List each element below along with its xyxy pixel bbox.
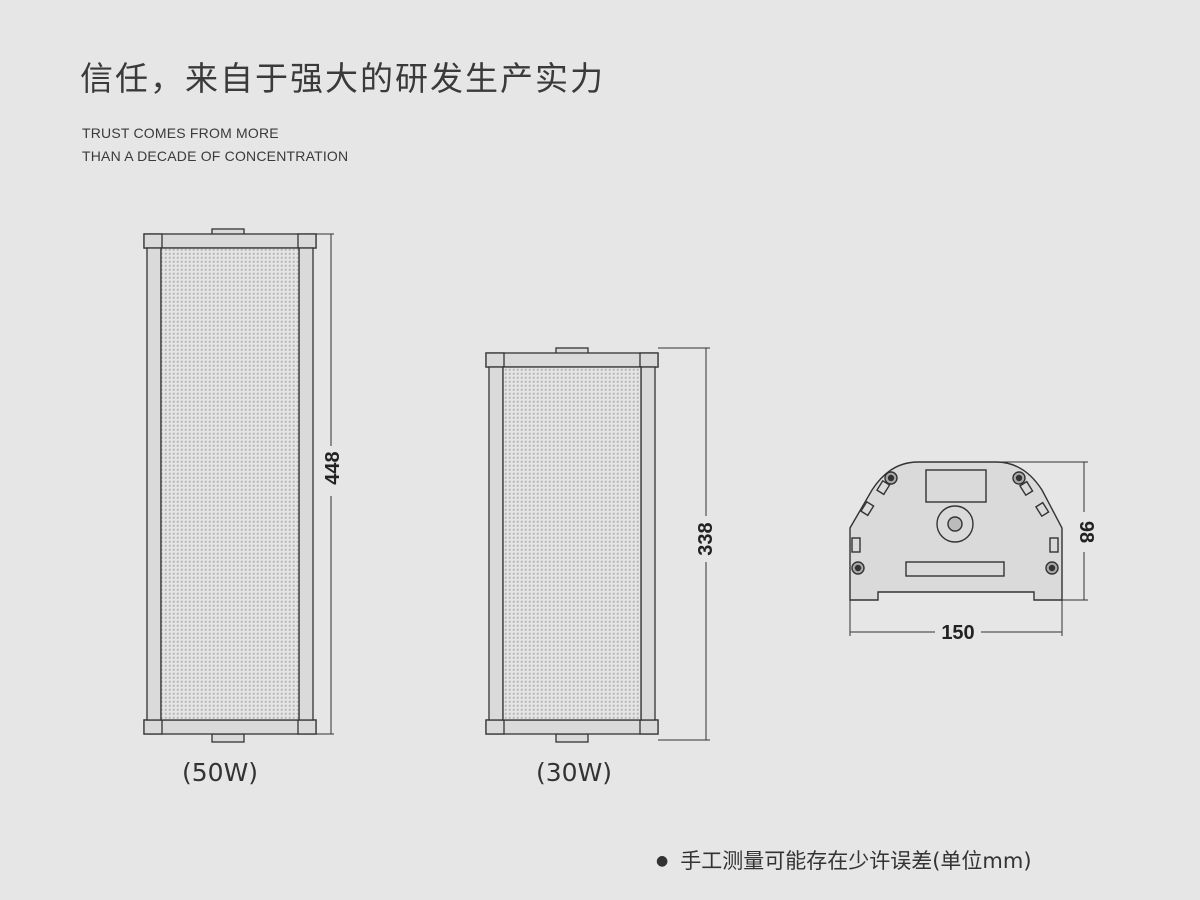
dimension-line-448 [316,233,334,735]
dimension-line-98 [996,461,1088,601]
dimension-line-150 [849,600,1063,636]
bullet-icon: ● [656,853,669,869]
subtitle-line-2: THAN A DECADE OF CONCENTRATION [82,148,349,164]
subtitle-line-1: TRUST COMES FROM MORE [82,125,279,141]
measurement-note: ● 手工测量可能存在少许误差(单位mm) [656,845,1032,875]
measurement-note-text: 手工测量可能存在少许误差(单位mm) [680,849,1032,873]
dimension-line-338 [658,347,710,741]
dimension-label-448: 448 [322,451,344,484]
speaker-50w-front-view [143,228,317,743]
dimension-label-98: 98 [1075,521,1097,543]
speaker-side-view [849,461,1063,601]
dimension-label-338: 338 [695,522,717,555]
speaker-30w-front-view [485,347,659,743]
page-title: 信任，来自于强大的研发生产实力 [80,59,605,98]
caption-30w: (30W) [536,758,613,787]
dimension-label-150: 150 [941,622,974,644]
caption-50w: (50W) [182,758,259,787]
